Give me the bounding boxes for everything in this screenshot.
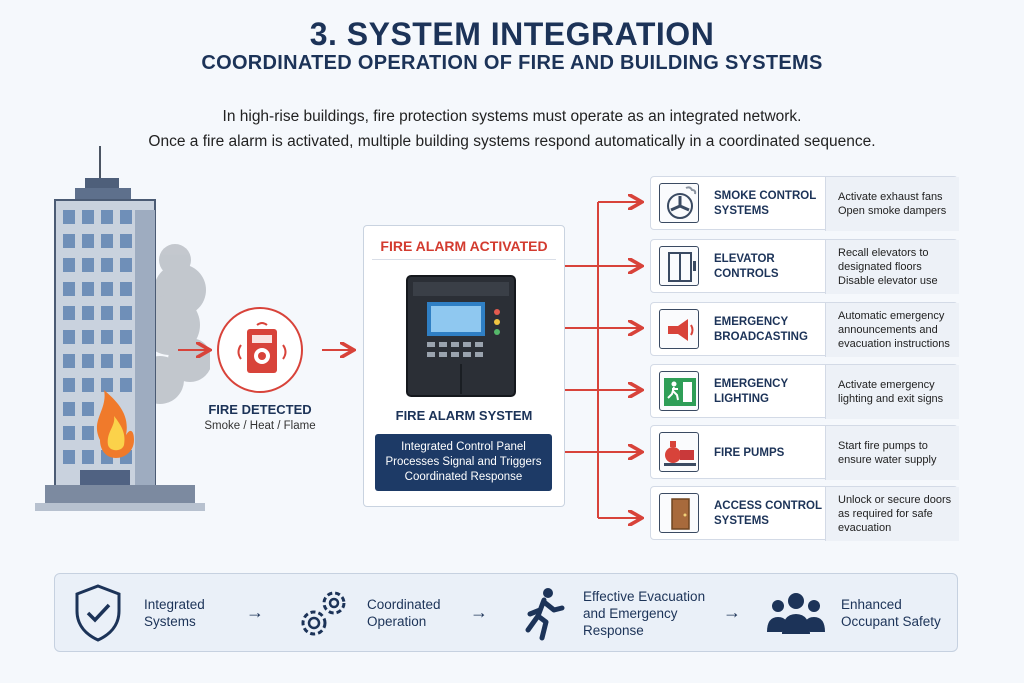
system-name: ELEVATOR CONTROLS	[714, 253, 779, 280]
alarm-pull-station-icon	[237, 322, 287, 373]
fire-detected-label: FIRE DETECTED	[208, 402, 312, 417]
panel-box-line: Coordinated Response	[404, 471, 523, 483]
panel-box-line: Integrated Control Panel	[401, 441, 526, 453]
outcome-integrated-systems: Integrated Systems	[144, 597, 205, 629]
outcome-coordinated-operation: Coordinated Operation	[367, 597, 441, 629]
running-person-icon	[525, 588, 565, 641]
burning-building-illustration	[35, 146, 210, 511]
system-row-elevator: ELEVATOR CONTROLS Recall elevators to de…	[650, 239, 959, 294]
outcome-enhanced-safety: Enhanced Occupant Safety	[841, 597, 941, 629]
intro-line-1: In high-rise buildings, fire protection …	[222, 108, 802, 125]
panel-divider	[372, 259, 556, 260]
system-name: EMERGENCY BROADCASTING	[714, 316, 808, 343]
fire-alarm-control-panel-icon	[406, 275, 516, 397]
system-name: FIRE PUMPS	[714, 446, 785, 459]
shield-check-icon	[75, 584, 121, 642]
outcome-arrow: →	[470, 602, 488, 622]
outcome-bar	[54, 573, 958, 652]
system-description: Activate exhaust fans Open smoke dampers	[825, 177, 959, 231]
fire-alarm-system-label: FIRE ALARM SYSTEM	[395, 408, 533, 423]
door-icon	[659, 493, 699, 533]
gears-icon	[301, 591, 346, 636]
system-row-broadcasting: EMERGENCY BROADCASTING Automatic emergen…	[650, 302, 959, 357]
intro-line-2: Once a fire alarm is activated, multiple…	[148, 133, 876, 150]
system-description: Unlock or secure doors as required for s…	[825, 487, 959, 541]
system-name: ACCESS CONTROL SYSTEMS	[714, 500, 822, 527]
elevator-icon	[659, 246, 699, 286]
page-subtitle: COORDINATED OPERATION OF FIRE AND BUILDI…	[201, 52, 823, 74]
system-description: Start fire pumps to ensure water supply	[825, 426, 959, 480]
system-name: SMOKE CONTROL SYSTEMS	[714, 190, 817, 217]
exit-sign-icon	[659, 371, 699, 411]
system-description: Activate emergency lighting and exit sig…	[825, 365, 959, 419]
outcome-arrow: →	[723, 602, 741, 622]
system-description: Automatic emergency announcements and ev…	[825, 303, 959, 357]
system-row-access-control: ACCESS CONTROL SYSTEMS Unlock or secure …	[650, 486, 959, 541]
outcome-effective-evacuation: Effective Evacuation and Emergency Respo…	[583, 588, 706, 638]
system-row-smoke-control: SMOKE CONTROL SYSTEMS Activate exhaust f…	[650, 176, 959, 231]
panel-box-line: Processes Signal and Triggers	[385, 456, 542, 468]
system-row-lighting: EMERGENCY LIGHTING Activate emergency li…	[650, 364, 959, 419]
integrated-control-panel-box: Integrated Control Panel Processes Signa…	[375, 434, 552, 491]
fire-pump-icon	[659, 432, 699, 472]
system-description: Recall elevators to designated floors Di…	[825, 240, 959, 294]
megaphone-icon	[659, 309, 699, 349]
outcome-arrow: →	[246, 602, 264, 622]
people-group-icon	[767, 593, 825, 634]
fire-detected-subtext: Smoke / Heat / Flame	[204, 420, 316, 432]
system-row-fire-pumps: FIRE PUMPS Start fire pumps to ensure wa…	[650, 425, 959, 480]
system-name: EMERGENCY LIGHTING	[714, 378, 789, 405]
page-title: 3. SYSTEM INTEGRATION	[309, 16, 715, 52]
exhaust-fan-icon	[659, 183, 699, 223]
fire-alarm-activated-title: FIRE ALARM ACTIVATED	[380, 238, 548, 254]
fire-detector-circle	[217, 307, 303, 393]
